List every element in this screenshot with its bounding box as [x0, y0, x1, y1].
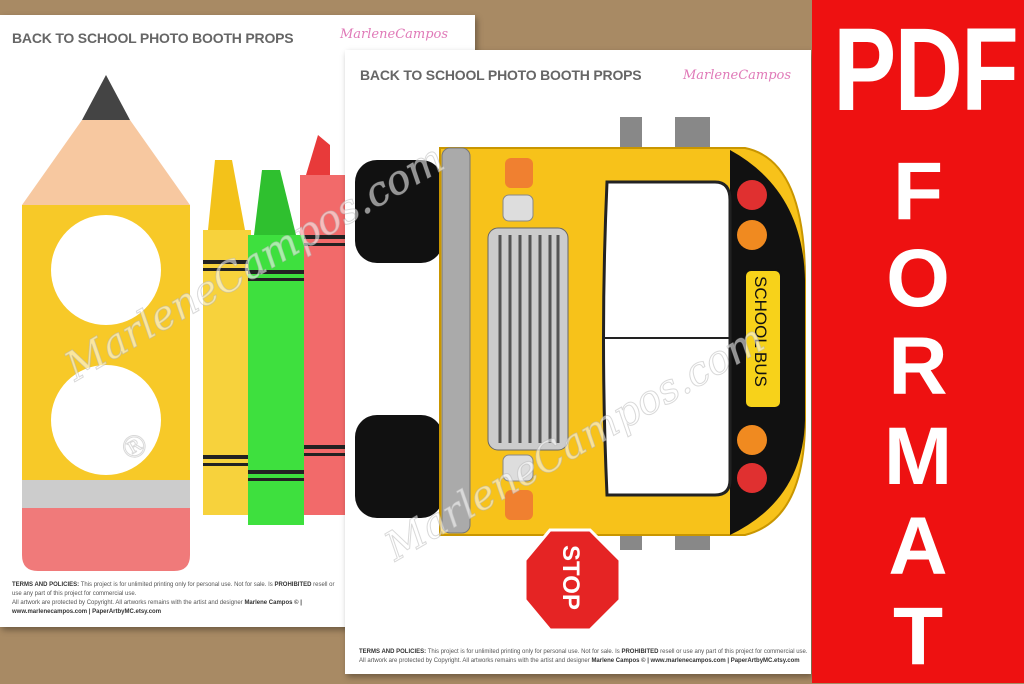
banner-pdf: PDF — [833, 4, 1019, 136]
bus-sign-text: SCHOOL BUS — [751, 276, 770, 387]
logo: MarleneCampos — [340, 27, 449, 42]
terms-text: TERMS AND POLICIES: This project is for … — [12, 582, 335, 615]
banner-letter: R — [888, 321, 948, 412]
banner-letter: A — [888, 501, 948, 592]
banner-letter: O — [886, 233, 950, 324]
banner-letter: T — [892, 591, 944, 682]
school-bus-art: SCHOOL BUS STOP — [355, 117, 806, 632]
printable-page-school-bus: BACK TO SCHOOL PHOTO BOOTH PROPS Marlene… — [345, 50, 811, 674]
red-crayon — [300, 135, 352, 515]
pencil-crayon-art — [22, 75, 352, 571]
logo: MarleneCampos — [683, 68, 792, 83]
yellow-crayon — [203, 160, 251, 515]
stop-sign: STOP — [523, 528, 622, 632]
stop-sign-text: STOP — [557, 545, 584, 610]
pencil — [22, 75, 190, 571]
school-bus: SCHOOL BUS — [355, 117, 806, 550]
banner-letter: F — [892, 146, 944, 237]
banner-letter: M — [883, 411, 953, 502]
page-title: BACK TO SCHOOL PHOTO BOOTH PROPS — [12, 30, 294, 46]
terms-text: TERMS AND POLICIES: This project is for … — [359, 649, 808, 664]
pdf-format-banner: PDF F O R M A T — [812, 0, 1024, 683]
green-crayon — [248, 170, 304, 525]
page-title: BACK TO SCHOOL PHOTO BOOTH PROPS — [360, 67, 642, 83]
